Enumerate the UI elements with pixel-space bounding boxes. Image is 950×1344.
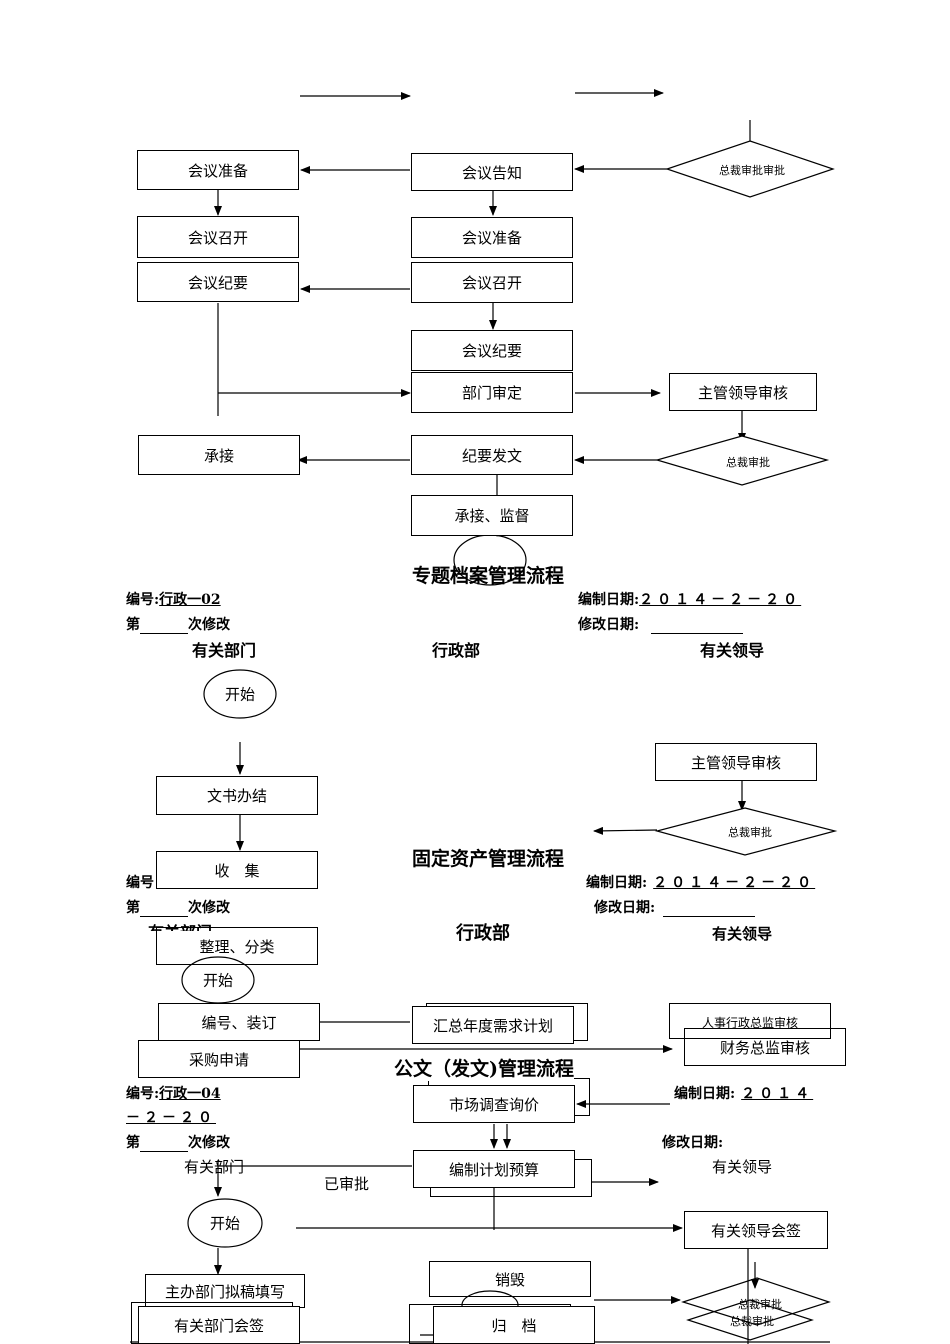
doc-revision-prefix: 第 [126,1135,140,1151]
dept-review-box: 部门审定 [411,372,573,413]
collect-box: 收 集 [156,851,318,889]
leader-countersign-box: 有关领导会签 [684,1211,828,1249]
archive-revision-prefix: 第 [126,617,140,633]
doc-number-value: 行政一04 [159,1086,221,1102]
meeting-minutes-left-box: 会议纪要 [137,262,299,302]
asset-date: 编制日期: ２０１４－２－２０ [586,872,815,892]
minutes-issue-box: 纪要发文 [411,435,573,475]
asset-modify-label: 修改日期: [594,900,656,916]
doc-number: 编号:行政一04 [126,1083,221,1103]
doc-modify-date: 修改日期: [662,1135,724,1151]
undertake-left-box: 承接 [138,435,300,475]
archive-number-label: 编号: [126,592,160,608]
asset-col-admin: 行政部 [456,923,510,944]
archive-date: 编制日期:２０１４－２－２０ [578,589,801,609]
supervisor-review-box: 主管领导审核 [669,373,817,411]
archive-col-related-leader: 有关领导 [700,641,765,660]
archive-number-value: 行政一02 [159,592,221,608]
doc-date-value: ２０１４ [741,1086,814,1102]
annual-plan-box: 汇总年度需求计划 [412,1006,574,1044]
archive-col-related-dept: 有关部门 [192,641,257,660]
archive-revision-suffix: 次修改 [188,617,230,633]
purchase-request-box: 采购申请 [138,1040,300,1078]
asset-revision-prefix: 第 [126,900,140,916]
asset-col-related-leader: 有关领导 [712,925,773,943]
document-close-box: 文书办结 [156,776,318,815]
archive-modify-date: 修改日期: [578,614,744,634]
asset-date-value: ２０１４－２－２０ [653,875,816,891]
doc-col-related-dept: 有关部门 [184,1158,245,1176]
meeting-prep-left-box: 会议准备 [137,150,299,190]
archive-revision: 第 次修改 [126,614,230,634]
undertake-supervise-box: 承接、监督 [411,495,573,536]
finance-review-box: 财务总监审核 [684,1028,846,1066]
archive-start-label: 开始 [224,685,256,704]
archive-flow-title: 专题档案管理流程 [412,565,565,587]
archive-number: 编号:行政一02 [126,589,221,609]
meeting-prep-mid-box: 会议准备 [411,217,573,258]
ceo-approval-top-diamond-label: 总裁审批审批 [719,164,785,177]
doc-ceo-approval-label-b: 总裁审批 [730,1315,774,1328]
doc-ceo-approval-label-a: 总裁审批 [738,1298,782,1311]
meeting-open-mid-box: 会议召开 [411,262,573,303]
asset-revision-suffix: 次修改 [188,900,230,916]
asset-flow-title: 固定资产管理流程 [412,848,565,870]
archive-box: 归 档 [433,1306,595,1344]
doc-revision: 第 次修改 [126,1132,230,1152]
archive-date-label: 编制日期: [578,592,640,608]
hr-admin-review-box: 人事行政总监审核 [669,1003,831,1039]
archive-col-admin: 行政部 [432,641,481,660]
archive-modify-label: 修改日期: [578,617,640,633]
doc-date-label: 编制日期: [674,1086,736,1102]
doc-col-related-leader: 有关领导 [712,1158,773,1176]
sort-classify-box: 整理、分类 [156,927,318,965]
destroy-box: 销毁 [429,1261,591,1297]
doc-revision-suffix: 次修改 [188,1135,230,1151]
archive-date-value: ２０１４－２－２０ [639,592,802,608]
archive-supervisor-review-box: 主管领导审核 [655,743,817,781]
meeting-open-left-box: 会议召开 [137,216,299,258]
asset-number: 编号 [126,875,154,891]
meeting-minutes-mid-box: 会议纪要 [411,330,573,371]
doc-start-label: 开始 [209,1214,241,1233]
budget-plan-box: 编制计划预算 [413,1150,575,1188]
ceo-approval-diamond-label: 总裁审批 [726,456,770,469]
asset-date-label: 编制日期: [586,875,648,891]
archive-ceo-approval-label: 总裁审批 [728,826,772,839]
doc-date: 编制日期: ２０１４ [674,1083,813,1103]
asset-revision: 第 次修改 [126,897,230,917]
meeting-notice-box: 会议告知 [411,153,573,191]
doc-number-label: 编号: [126,1086,160,1102]
approved-label: 已审批 [324,1175,370,1193]
asset-col-related-dept: 有关部门 [148,923,213,942]
number-bind-box: 编号、装订 [158,1003,320,1041]
doc-number-cont: －２－２０ [126,1110,216,1126]
asset-start-label: 开始 [202,971,234,990]
doc-flow-title: 公文（发文)管理流程 [394,1054,574,1081]
asset-modify-date: 修改日期: [594,897,756,917]
market-survey-box: 市场调查询价 [413,1085,575,1123]
dept-countersign-box: 有关部门会签 [138,1306,300,1344]
